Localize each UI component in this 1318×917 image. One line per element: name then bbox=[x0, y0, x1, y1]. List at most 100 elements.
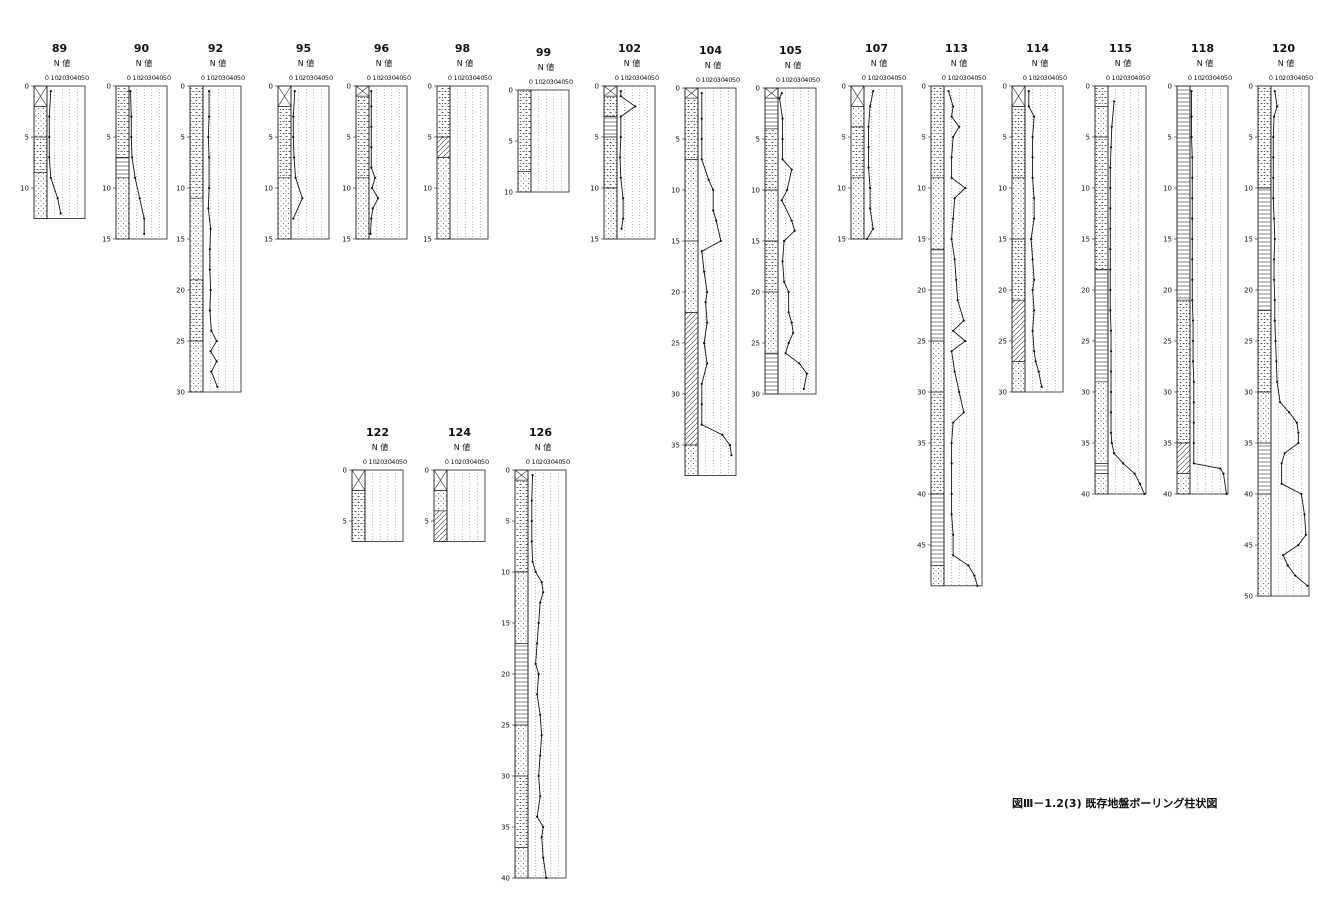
soil-layer-sand bbox=[1257, 493, 1272, 597]
depth-tick-label: 45 bbox=[1244, 542, 1253, 550]
depth-tick-label: 30 bbox=[1244, 389, 1253, 397]
n-tick-label: 50 bbox=[81, 74, 89, 82]
n-value-point bbox=[778, 97, 781, 100]
n-tick-label: 20 bbox=[58, 74, 66, 82]
n-value-point bbox=[370, 105, 373, 108]
soil-column bbox=[33, 85, 48, 220]
n-value-point bbox=[950, 513, 953, 516]
n-tick-label: 30 bbox=[222, 74, 230, 82]
n-tick-label: 10 bbox=[531, 458, 539, 466]
n-value-point bbox=[1109, 329, 1113, 332]
soil-column bbox=[277, 85, 292, 240]
n-value-point bbox=[1275, 380, 1279, 383]
n-value-point bbox=[540, 581, 543, 584]
n-tick-label: 30 bbox=[384, 458, 392, 466]
n-value-line bbox=[531, 475, 547, 879]
n-tick-label: 40 bbox=[317, 74, 325, 82]
depth-tick-label: 0 bbox=[509, 87, 513, 95]
depth-tick-label: 0 bbox=[1249, 83, 1253, 91]
n-value-point bbox=[793, 229, 796, 232]
n-value-point bbox=[539, 795, 542, 798]
n-tick-label: 0 bbox=[448, 74, 452, 82]
n-value-point bbox=[962, 411, 965, 414]
soil-layer-sand bbox=[930, 565, 945, 587]
n-tick-label: 10 bbox=[701, 76, 709, 84]
n-value-point bbox=[1109, 370, 1113, 373]
n-tick-label: 20 bbox=[628, 74, 636, 82]
n-value-point bbox=[1033, 350, 1036, 353]
n-value-axis-label: N 値 bbox=[136, 58, 153, 68]
depth-tick-label: 0 bbox=[1003, 83, 1007, 91]
n-value-line bbox=[948, 90, 978, 586]
n-value-point bbox=[1303, 513, 1306, 516]
n-tick-label: 20 bbox=[875, 74, 883, 82]
n-value-line bbox=[370, 91, 379, 234]
n-value-point bbox=[1192, 401, 1195, 404]
n-tick-label: 10 bbox=[450, 458, 458, 466]
n-value-point bbox=[802, 387, 805, 390]
n-value-point bbox=[787, 290, 790, 294]
n-value-panel bbox=[530, 89, 570, 193]
soil-layer-sand bbox=[1094, 381, 1109, 464]
n-value-point bbox=[138, 197, 141, 200]
depth-tick-label: 0 bbox=[595, 83, 599, 91]
n-tick-label: 0 bbox=[201, 74, 205, 82]
n-value-axis-label: N 値 bbox=[624, 58, 641, 68]
soil-layer-sand bbox=[436, 157, 451, 240]
depth-tick-label: 0 bbox=[107, 83, 111, 91]
depth-tick-label: 10 bbox=[423, 185, 432, 193]
soil-layer-gravel bbox=[1011, 299, 1026, 362]
depth-tick-label: 0 bbox=[1086, 83, 1090, 91]
n-value-point bbox=[207, 90, 211, 93]
soil-layer-silt bbox=[514, 775, 529, 848]
soil-column bbox=[850, 85, 865, 240]
n-value-point bbox=[964, 186, 967, 190]
n-value-point bbox=[370, 90, 373, 93]
n-value-point bbox=[967, 564, 970, 567]
n-tick-label: 50 bbox=[237, 74, 245, 82]
n-value-line bbox=[1272, 91, 1308, 587]
n-value-point bbox=[707, 178, 710, 181]
borehole-id-label: 122 bbox=[366, 426, 389, 439]
soil-layer-silt bbox=[189, 85, 204, 199]
n-value-point bbox=[952, 554, 955, 557]
depth-tick-label: 10 bbox=[504, 189, 513, 197]
n-value-point bbox=[1112, 452, 1116, 455]
n-value-point bbox=[49, 90, 52, 93]
n-tick-label: 50 bbox=[651, 74, 659, 82]
n-tick-label: 10 bbox=[1111, 74, 1119, 82]
n-value-point bbox=[536, 815, 539, 818]
n-tick-label: 20 bbox=[955, 74, 963, 82]
n-value-point bbox=[947, 90, 950, 93]
borehole-id-label: 96 bbox=[374, 42, 390, 55]
n-value-point bbox=[781, 117, 784, 120]
n-tick-label: 0 bbox=[1023, 74, 1027, 82]
n-tick-label: 30 bbox=[466, 458, 474, 466]
n-value-point bbox=[1274, 339, 1277, 343]
n-value-point bbox=[1112, 100, 1116, 103]
depth-tick-label: 25 bbox=[501, 722, 510, 730]
n-value-line bbox=[866, 91, 874, 240]
n-value-panel bbox=[527, 469, 567, 879]
n-value-point bbox=[1143, 492, 1146, 496]
depth-tick-label: 20 bbox=[176, 287, 185, 295]
n-tick-label: 20 bbox=[542, 78, 550, 86]
depth-tick-label: 0 bbox=[428, 83, 432, 91]
n-value-axis-label: N 値 bbox=[1197, 58, 1214, 68]
depth-tick-label: 15 bbox=[590, 236, 599, 244]
n-value-point bbox=[1027, 105, 1030, 108]
depth-tick-label: 5 bbox=[595, 134, 599, 142]
n-value-point bbox=[216, 385, 219, 388]
n-value-panel bbox=[697, 87, 737, 477]
n-value-point bbox=[867, 146, 870, 149]
n-tick-label: 50 bbox=[812, 76, 820, 84]
n-tick-label: 20 bbox=[1282, 74, 1290, 82]
depth-tick-label: 5 bbox=[506, 518, 510, 526]
depth-tick-label: 35 bbox=[1244, 440, 1253, 448]
n-tick-label: 30 bbox=[388, 74, 396, 82]
depth-tick-label: 0 bbox=[425, 467, 429, 475]
depth-tick-label: 0 bbox=[756, 85, 760, 93]
soil-layer-sand bbox=[603, 187, 618, 240]
n-value-point bbox=[531, 560, 534, 563]
